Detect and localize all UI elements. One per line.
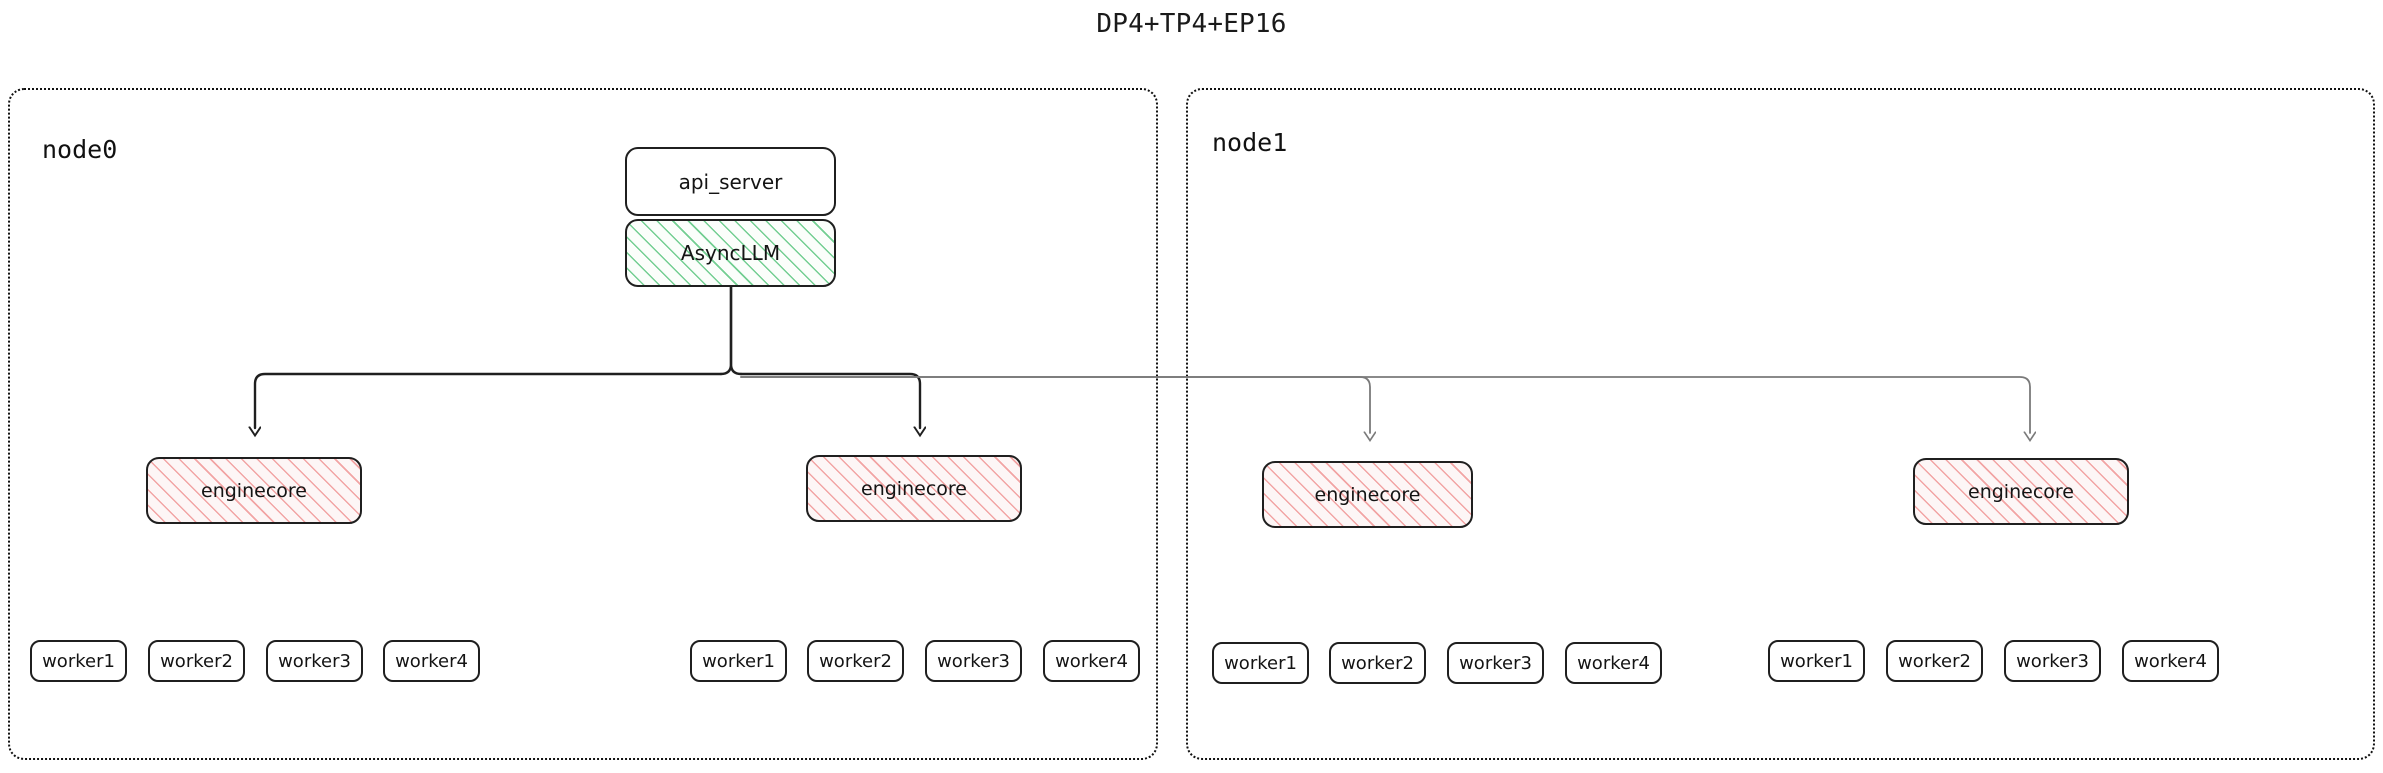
node-label-node1: node1 (1212, 128, 1288, 157)
worker-box-g0-w3[interactable]: worker3 (266, 640, 363, 682)
api-server-box[interactable]: api_server (625, 147, 836, 216)
worker-box-g2-w3[interactable]: worker3 (1447, 642, 1544, 684)
enginecore-box-0[interactable]: enginecore (146, 457, 362, 524)
worker-box-g1-w4[interactable]: worker4 (1043, 640, 1140, 682)
worker-box-g0-w1[interactable]: worker1 (30, 640, 127, 682)
worker-box-g1-w1[interactable]: worker1 (690, 640, 787, 682)
async-llm-box[interactable]: AsyncLLM (625, 219, 836, 287)
page-title: DP4+TP4+EP16 (1096, 9, 1287, 39)
enginecore-box-2[interactable]: enginecore (1262, 461, 1473, 528)
enginecore-box-3[interactable]: enginecore (1913, 458, 2129, 525)
node-label-node0: node0 (42, 135, 118, 164)
worker-box-g2-w1[interactable]: worker1 (1212, 642, 1309, 684)
worker-box-g0-w2[interactable]: worker2 (148, 640, 245, 682)
enginecore-box-1[interactable]: enginecore (806, 455, 1022, 522)
worker-box-g2-w2[interactable]: worker2 (1329, 642, 1426, 684)
worker-box-g3-w2[interactable]: worker2 (1886, 640, 1983, 682)
worker-box-g0-w4[interactable]: worker4 (383, 640, 480, 682)
worker-box-g3-w4[interactable]: worker4 (2122, 640, 2219, 682)
worker-box-g1-w3[interactable]: worker3 (925, 640, 1022, 682)
worker-box-g1-w2[interactable]: worker2 (807, 640, 904, 682)
worker-box-g2-w4[interactable]: worker4 (1565, 642, 1662, 684)
worker-box-g3-w3[interactable]: worker3 (2004, 640, 2101, 682)
worker-box-g3-w1[interactable]: worker1 (1768, 640, 1865, 682)
